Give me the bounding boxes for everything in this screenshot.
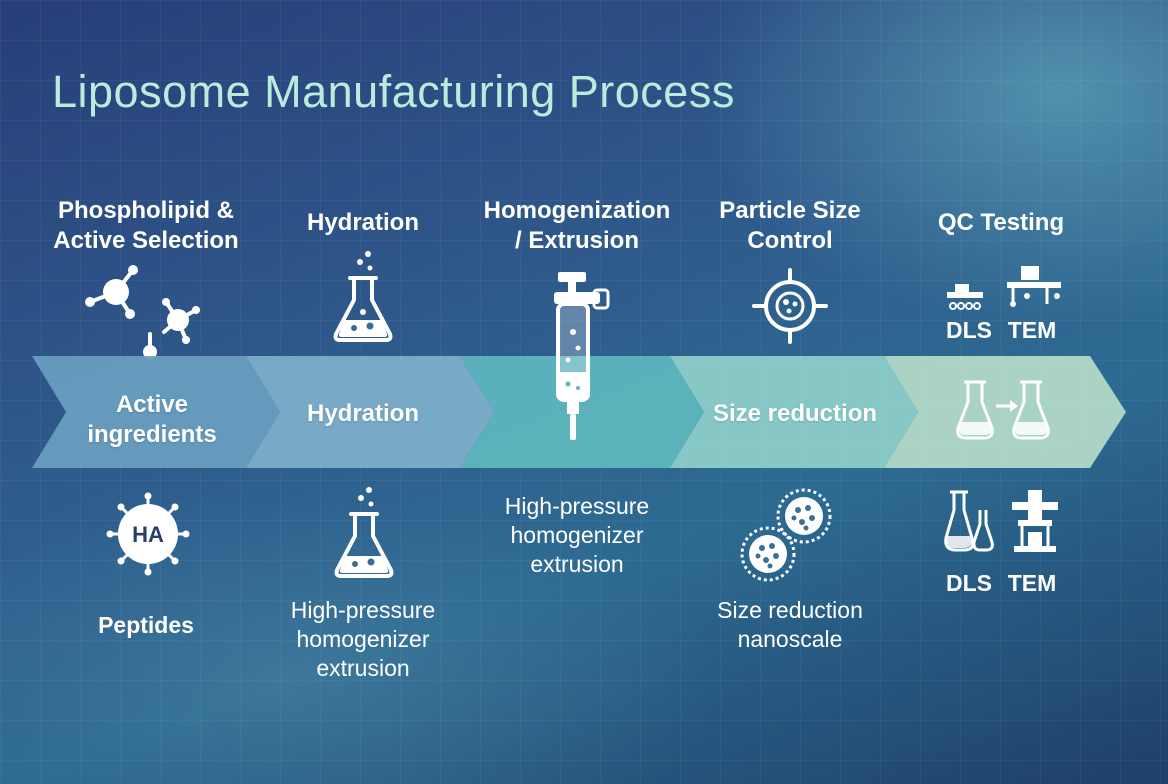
qc-tem-top-label: TEM	[1007, 317, 1057, 343]
hydration-note-line3: extrusion	[316, 655, 410, 681]
hydration-method-note: High-pressure homogenizer extrusion	[291, 596, 435, 683]
homogenization-note-line2: homogenizer	[510, 522, 644, 548]
hydration-note-line2: homogenizer	[296, 626, 430, 652]
chevron-step-5	[884, 356, 1126, 468]
chevron-step2-label: Hydration	[306, 400, 420, 427]
step3-heading-line2: / Extrusion	[514, 227, 640, 254]
flask-icon	[333, 251, 393, 342]
size-note-line2: nanoscale	[737, 626, 843, 652]
chevron-step1-line1: Active	[115, 391, 189, 418]
step1-heading-line1: Phospholipid &	[58, 197, 234, 224]
peptides-label: Peptides	[98, 612, 194, 638]
step3-heading-line1: Homogenization	[483, 197, 671, 224]
step4-heading-line1: Particle Size	[719, 197, 861, 224]
homogenization-method-note: High-pressure homogenizer extrusion	[505, 492, 649, 579]
step4-heading: Particle Size Control	[719, 196, 860, 256]
step1-heading-line2: Active Selection	[53, 227, 239, 254]
chevron-step1-line2: ingredients	[87, 421, 217, 448]
qc-tem-bottom-label: TEM	[1007, 570, 1057, 596]
peptide-particle-icon	[106, 492, 190, 576]
chevron-step-4	[670, 356, 918, 468]
chevron-step4-label: Size reduction	[712, 400, 878, 427]
size-note-line1: Size reduction	[717, 597, 863, 623]
qc-dls-top-label: DLS	[946, 317, 992, 343]
syringe-icon	[554, 272, 610, 440]
step2-heading: Hydration	[306, 209, 420, 236]
qc-bottom-instruments-icon	[944, 490, 1058, 552]
chevron-step-1	[32, 356, 280, 468]
homogenization-note-line3: extrusion	[530, 551, 624, 577]
chevron-step-3	[460, 356, 704, 468]
hydration-note-line1: High-pressure	[290, 597, 436, 623]
flask-transfer-icon	[956, 380, 1050, 440]
homogenization-note-line1: High-pressure	[504, 493, 650, 519]
qc-instruments-icon	[947, 266, 1061, 310]
chevron-step1-label: Active ingredients	[87, 390, 216, 450]
nanoparticles-icon	[740, 488, 832, 582]
size-reduction-note: Size reduction nanoscale	[717, 596, 863, 654]
particle-size-icon	[752, 268, 828, 344]
flask-icon-bottom	[334, 487, 394, 578]
step5-heading: QC Testing	[937, 209, 1065, 236]
step3-heading: Homogenization / Extrusion	[484, 196, 671, 256]
molecule-icon	[85, 265, 200, 359]
step4-heading-line2: Control	[747, 227, 833, 254]
qc-dls-bottom-label: DLS	[946, 570, 992, 596]
chevron-step-2	[246, 356, 494, 468]
ha-badge: HA	[132, 522, 164, 547]
step1-heading: Phospholipid & Active Selection	[53, 196, 238, 256]
page-title: Liposome Manufacturing Process	[52, 66, 735, 117]
